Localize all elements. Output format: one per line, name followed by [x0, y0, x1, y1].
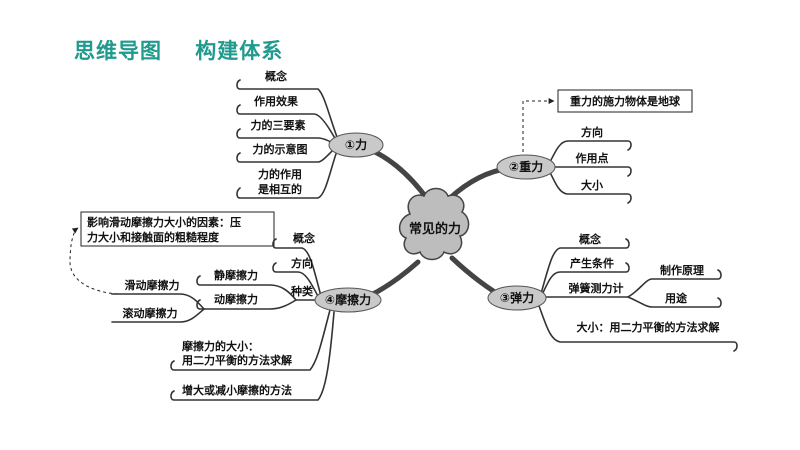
friction-magnitude-line1: 摩擦力的大小：	[182, 339, 259, 353]
svg-text:重力的施力物体是地球: 重力的施力物体是地球	[570, 94, 681, 108]
friction-labels: 概念 方向 种类 静摩擦力 动摩擦力 滑动摩擦力 滚动摩擦力 摩擦力的大小： 用…	[123, 231, 316, 397]
svg-text:①力: ①力	[345, 137, 367, 152]
gravity-labels: 方向 作用点 大小	[576, 125, 609, 192]
friction-rolling: 滚动摩擦力	[123, 306, 178, 320]
friction-note-arrow	[69, 227, 119, 295]
friction-types: 种类	[290, 284, 314, 298]
gravity-note-arrow	[522, 98, 555, 158]
gravity-note-box: 重力的施力物体是地球	[557, 89, 693, 113]
elastic-condition: 产生条件	[570, 256, 614, 270]
gravity-center: 作用点	[576, 151, 609, 165]
gravity-branches	[547, 140, 632, 204]
force-effect: 作用效果	[254, 94, 298, 108]
force-branches	[236, 79, 341, 199]
elastic-branches	[537, 238, 738, 352]
elastic-magnitude: 大小：用二力平衡的方法求解	[577, 320, 720, 334]
friction-concept: 概念	[293, 231, 316, 245]
svg-text:②重力: ②重力	[509, 159, 543, 174]
friction-sliding: 滑动摩擦力	[125, 278, 180, 292]
svg-text:常见的力: 常见的力	[409, 221, 461, 237]
gravity-hub: ②重力	[496, 154, 556, 180]
force-diagram: 力的示意图	[253, 142, 308, 156]
force-mutual-line2: 是相互的	[257, 182, 302, 196]
svg-text:④摩擦力: ④摩擦力	[325, 292, 371, 307]
elastic-scale: 弹簧测力计	[569, 281, 624, 295]
friction-static: 静摩擦力	[214, 268, 258, 282]
svg-text:③弹力: ③弹力	[500, 290, 534, 305]
friction-branches	[111, 238, 335, 401]
gravity-direction: 方向	[581, 125, 603, 139]
friction-magnitude-line2: 用二力平衡的方法求解	[182, 353, 292, 367]
svg-text:力大小和接触面的粗糙程度: 力大小和接触面的粗糙程度	[87, 230, 220, 244]
svg-text:影响滑动摩擦力大小的因素：压: 影响滑动摩擦力大小的因素：压	[87, 215, 241, 229]
friction-note-box: 影响滑动摩擦力大小的因素：压 力大小和接触面的粗糙程度	[80, 211, 275, 247]
force-hub: ①力	[328, 132, 384, 158]
friction-hub: ④摩擦力	[314, 287, 382, 313]
elastic-concept: 概念	[579, 232, 602, 246]
force-concept: 概念	[265, 69, 288, 83]
center-cloud	[398, 187, 470, 261]
gravity-magnitude: 大小	[581, 178, 603, 192]
force-mutual-line1: 力的作用	[258, 167, 302, 181]
elastic-hub: ③弹力	[487, 285, 547, 311]
force-labels: 概念 作用效果 力的三要素 力的示意图 力的作用 是相互的	[251, 69, 308, 196]
elastic-principle: 制作原理	[660, 263, 704, 277]
elastic-labels: 概念 产生条件 弹簧测力计 制作原理 用途 大小：用二力平衡的方法求解	[569, 232, 720, 334]
center-node: 常见的力	[398, 187, 470, 261]
friction-adjust: 增大或减小摩擦的方法	[182, 383, 292, 397]
friction-direction: 方向	[291, 256, 313, 270]
page-title: 思维导图 构建体系	[74, 39, 284, 63]
friction-kinetic: 动摩擦力	[214, 292, 258, 306]
elastic-use: 用途	[665, 291, 688, 305]
force-three-elements: 力的三要素	[251, 118, 306, 132]
